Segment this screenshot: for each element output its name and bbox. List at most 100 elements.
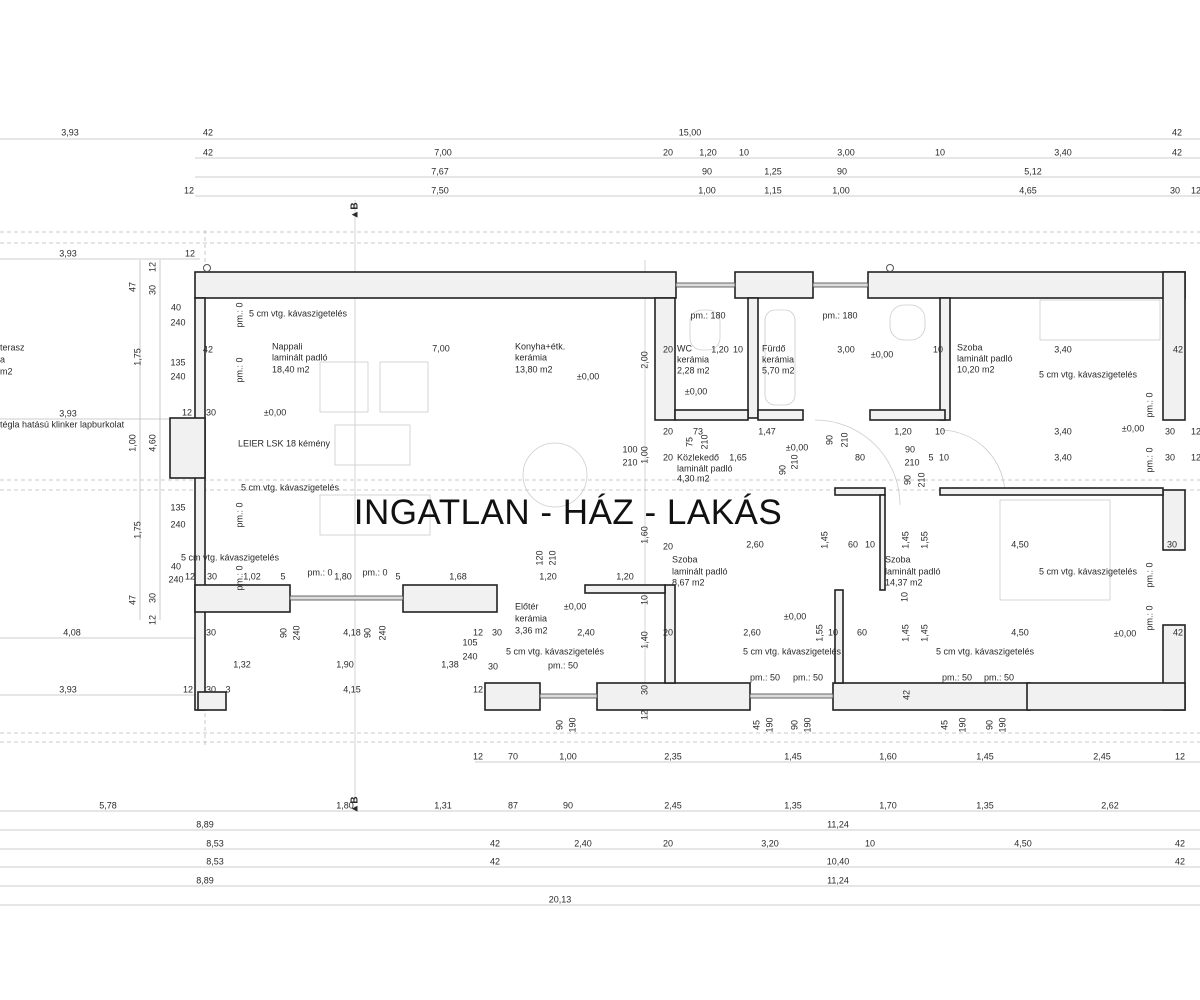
bottom-dimension-label: 2,45 — [1093, 751, 1111, 762]
top-dimension-label: 3,00 — [837, 147, 855, 158]
left-dimension-label: 30 — [205, 627, 217, 638]
bottom-dimension-label: 2,62 — [1101, 800, 1119, 811]
bottom-dimension-label: 5,78 — [99, 800, 117, 811]
bottom-dimension-label: 10,40 — [826, 856, 850, 867]
left-dimension-label: 30 — [147, 592, 158, 604]
bottom-dimension-label: 1,80 — [336, 800, 354, 811]
top-dimension-label: 5,12 — [1024, 166, 1042, 177]
inner-dimension-label: 1,65 — [729, 452, 747, 463]
inner-dimension-label: 190 — [957, 717, 968, 733]
room-label: 8,67 m2 — [672, 577, 705, 588]
annotation-label: pm.: 0 — [234, 302, 245, 328]
annotation-label: 5 cm vtg. kávaszigetelés — [240, 482, 340, 493]
bottom-dimension-label: 2,45 — [664, 800, 682, 811]
inner-dimension-label: 10 — [827, 627, 839, 638]
bottom-dimension-label: 20,13 — [548, 894, 572, 905]
left-dimension-label: 1,75 — [132, 348, 143, 366]
left-dimension-label: 210 — [547, 550, 558, 566]
room-label: laminált padló — [272, 352, 328, 363]
inner-dimension-label: 10 — [938, 452, 950, 463]
inner-dimension-label: 210 — [916, 472, 927, 488]
inner-dimension-label: 1,45 — [900, 531, 911, 549]
inner-dimension-label: 45 — [939, 719, 950, 731]
room-label: kerámia — [677, 354, 710, 365]
left-dimension-label: 5 — [395, 571, 401, 582]
inner-dimension-label: 20 — [662, 452, 674, 463]
room-label: 5 cm vtg. kávaszigetelés — [1038, 566, 1138, 577]
room-label: pm.: 0 — [1144, 605, 1155, 631]
left-dimension-label: 1,75 — [132, 521, 143, 539]
annotation-label: 5 cm vtg. kávaszigetelés — [248, 308, 348, 319]
room-label: pm.: 50 — [749, 672, 781, 683]
inner-dimension-label: 1,60 — [639, 526, 650, 544]
left-dimension-label: 120 — [534, 550, 545, 566]
inner-dimension-label: 30 — [1164, 426, 1176, 437]
windows — [289, 282, 869, 699]
left-dimension-label: 135 — [170, 357, 186, 368]
inner-dimension-label: 75 — [684, 436, 695, 448]
room-label: pm.: 50 — [983, 672, 1015, 683]
bottom-dimension-label: 1,31 — [434, 800, 452, 811]
left-dimension-label: 1,02 — [243, 571, 261, 582]
room-label: laminált padló — [885, 566, 941, 577]
room-label: kerámia — [515, 613, 548, 624]
bottom-dimension-label: 90 — [562, 800, 574, 811]
inner-dimension-label: 3,00 — [837, 344, 855, 355]
annotation-label: pm.: 0 — [234, 565, 245, 591]
top-dimension-label: 10 — [738, 147, 750, 158]
room-label: pm.: 180 — [690, 310, 726, 321]
left-dimension-label: 12 — [147, 261, 158, 273]
annotation-label: pm.: 0 — [307, 567, 333, 578]
watermark-title: INGATLAN - HÁZ - LAKÁS — [353, 493, 783, 532]
inner-dimension-label: 12 — [1190, 452, 1200, 463]
inner-dimension-label: 12 — [639, 709, 650, 721]
top-dimension-label: 1,00 — [832, 185, 850, 196]
room-label: Fürdő — [762, 343, 786, 354]
bottom-dimension-label: 20 — [662, 838, 674, 849]
left-dimension-label: 2,40 — [577, 627, 595, 638]
inner-dimension-label: 20 — [662, 627, 674, 638]
left-dimension-label: 105 — [462, 637, 478, 648]
room-label: ±0,00 — [563, 601, 587, 612]
annotation-label: tégla hatású klinker lapburkolat — [0, 419, 125, 430]
top-dimension-label: 4,65 — [1019, 185, 1037, 196]
left-dimension-label: 30 — [491, 627, 503, 638]
room-label: pm.: 50 — [941, 672, 973, 683]
room-label: pm.: 0 — [1144, 562, 1155, 588]
room-label: 7,00 — [432, 343, 450, 354]
inner-dimension-label: 90 — [789, 719, 800, 731]
bottom-dimension-label: 4,50 — [1014, 838, 1032, 849]
room-label: kerámia — [515, 352, 548, 363]
bottom-dimension-label: 2,35 — [664, 751, 682, 762]
bottom-dimension-label: 1,45 — [784, 751, 802, 762]
inner-dimension-label: 10 — [899, 591, 910, 603]
left-dimension-label: 240 — [170, 317, 186, 328]
room-label: 5 cm vtg. kávaszigetelés — [935, 646, 1035, 657]
annotation-label: terasz — [0, 342, 25, 353]
annotation-label: pm.: 0 — [234, 357, 245, 383]
top-dimension-label: 10 — [934, 147, 946, 158]
inner-dimension-label: 30 — [1166, 539, 1178, 550]
left-dimension-label: 240 — [462, 651, 478, 662]
inner-dimension-label: 45 — [751, 719, 762, 731]
inner-dimension-label: 190 — [567, 717, 578, 733]
bottom-dimension-label: 11,24 — [827, 875, 849, 886]
bottom-dimension-label: 10 — [864, 838, 876, 849]
bottom-dimension-label: 1,35 — [784, 800, 802, 811]
left-dimension-label: 30 — [487, 661, 499, 672]
room-label: 3,36 m2 — [515, 625, 548, 636]
inner-dimension-label: 1,45 — [919, 624, 930, 642]
left-dimension-label: 1,00 — [127, 434, 138, 452]
bottom-dimension-label: 8,89 — [196, 819, 214, 830]
inner-dimension-label: 60 — [856, 627, 868, 638]
inner-dimension-label: 3,40 — [1054, 344, 1072, 355]
left-dimension-label: 240 — [291, 625, 302, 641]
inner-dimension-label: 1,45 — [900, 624, 911, 642]
inner-dimension-label: 1,20 — [894, 426, 912, 437]
top-dimension-label: 42 — [1171, 127, 1183, 138]
bottom-dimension-label: 70 — [507, 751, 519, 762]
inner-dimension-label: 190 — [802, 717, 813, 733]
section-mark-b-top: ▲B — [349, 202, 361, 220]
bottom-dimension-label: 1,60 — [879, 751, 897, 762]
